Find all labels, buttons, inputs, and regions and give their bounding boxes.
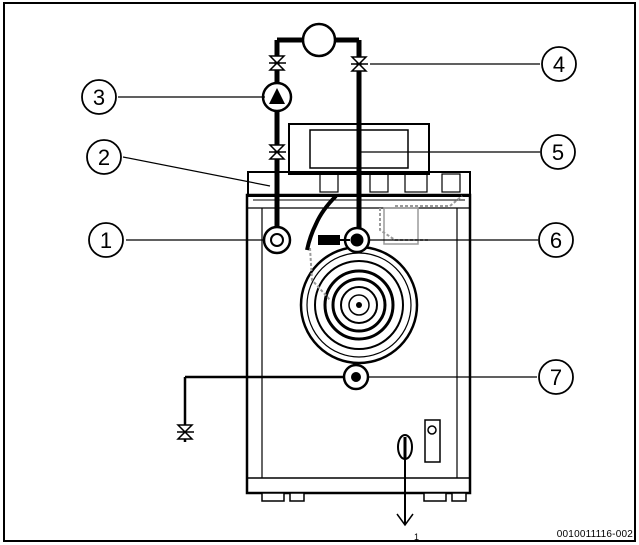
callout-label: 6 [550, 228, 562, 253]
drain-line [183, 375, 344, 442]
callout-label: 2 [98, 145, 110, 170]
boiler-feet [261, 492, 467, 502]
callout-label: 4 [553, 52, 565, 77]
circulation-pump [261, 81, 293, 113]
callout-label: 1 [100, 228, 112, 253]
diagram-border [3, 2, 636, 542]
callout-4: 4 [541, 46, 577, 82]
figure-id: 0010011116-002 [556, 529, 633, 540]
shutoff-valve [268, 55, 368, 160]
leader-lines [118, 63, 540, 378]
burner-door [299, 245, 419, 365]
drain-valve [176, 424, 194, 440]
drain-connection [342, 363, 370, 391]
callout-2: 2 [86, 139, 122, 175]
callout-7: 7 [538, 359, 574, 395]
callout-1: 1 [88, 222, 124, 258]
callout-6: 6 [538, 222, 574, 258]
callout-label: 5 [552, 140, 564, 165]
flow-line [274, 37, 362, 232]
callout-label: 7 [550, 365, 562, 390]
flow-connection [318, 226, 371, 254]
return-connection [262, 225, 292, 255]
callout-3: 3 [81, 79, 117, 115]
display-module [424, 419, 441, 463]
expansion-vessel [301, 22, 337, 58]
callout-5: 5 [540, 134, 576, 170]
svg-text:1: 1 [414, 532, 419, 542]
condensate-outlet: 1 [396, 434, 419, 542]
callout-label: 3 [93, 85, 105, 110]
burner-cable [305, 194, 338, 251]
